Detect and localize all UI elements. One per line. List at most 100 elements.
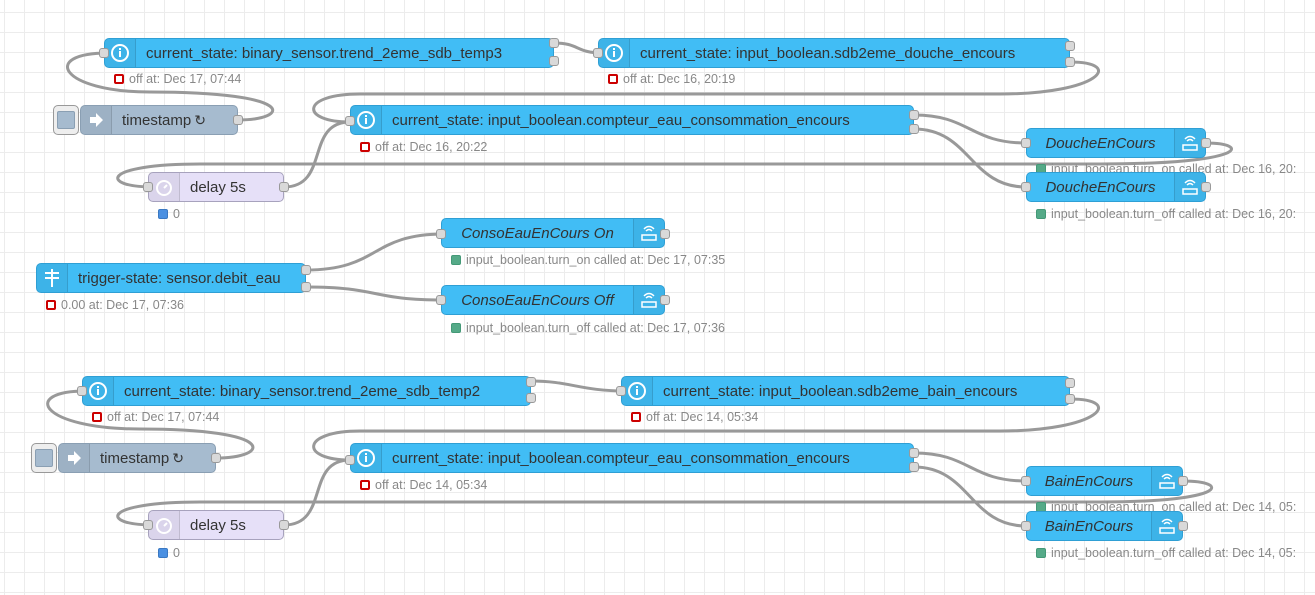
node-label: ConsoEauEnCours On bbox=[461, 224, 614, 242]
output-port[interactable] bbox=[1178, 476, 1188, 486]
output-port[interactable] bbox=[1065, 378, 1075, 388]
node-status: input_boolean.turn_on called at: Dec 17,… bbox=[451, 253, 725, 267]
trigger-icon bbox=[37, 264, 68, 292]
node-status: input_boolean.turn_off called at: Dec 16… bbox=[1036, 207, 1296, 221]
wire bbox=[530, 379, 627, 393]
status-text: 0 bbox=[173, 207, 180, 221]
inject-button[interactable] bbox=[53, 105, 79, 135]
output-port[interactable] bbox=[909, 124, 919, 134]
wire bbox=[913, 451, 1027, 483]
output-port[interactable] bbox=[1065, 41, 1075, 51]
input-port[interactable] bbox=[1021, 521, 1031, 531]
output-port[interactable] bbox=[526, 377, 536, 387]
output-port[interactable] bbox=[549, 38, 559, 48]
wire bbox=[913, 127, 1027, 189]
status-text: 0.00 at: Dec 17, 07:36 bbox=[61, 298, 185, 312]
info-icon bbox=[83, 377, 114, 405]
node-status: 0 bbox=[158, 546, 180, 560]
timestamp-inject-node[interactable]: timestamp↻ bbox=[58, 443, 216, 473]
router-icon bbox=[633, 219, 664, 247]
current-state-node-douche[interactable]: current_state: input_boolean.sdb2eme_dou… bbox=[598, 38, 1070, 68]
input-port[interactable] bbox=[99, 48, 109, 58]
output-port[interactable] bbox=[1201, 182, 1211, 192]
node-label: BainEnCours bbox=[1044, 517, 1134, 535]
current-state-node-temp3[interactable]: current_state: binary_sensor.trend_2eme_… bbox=[104, 38, 554, 68]
output-port[interactable] bbox=[660, 229, 670, 239]
status-dot bbox=[1036, 548, 1046, 558]
info-icon bbox=[105, 39, 136, 67]
node-status: off at: Dec 16, 20:22 bbox=[360, 140, 487, 154]
service-node-douche-off[interactable]: DoucheEnCours bbox=[1026, 172, 1206, 202]
input-port[interactable] bbox=[345, 116, 355, 126]
status-dot bbox=[631, 412, 641, 422]
delay-node[interactable]: delay 5s bbox=[148, 510, 284, 540]
output-port[interactable] bbox=[279, 182, 289, 192]
inject-button[interactable] bbox=[31, 443, 57, 473]
input-port[interactable] bbox=[1021, 182, 1031, 192]
status-text: off at: Dec 17, 07:44 bbox=[107, 410, 220, 424]
input-port[interactable] bbox=[436, 229, 446, 239]
current-state-node-bain[interactable]: current_state: input_boolean.sdb2eme_bai… bbox=[621, 376, 1070, 406]
status-text: input_boolean.turn_off called at: Dec 17… bbox=[466, 321, 725, 335]
timer-icon bbox=[149, 173, 180, 201]
output-port[interactable] bbox=[909, 448, 919, 458]
trigger-state-node[interactable]: trigger-state: sensor.debit_eau bbox=[36, 263, 306, 293]
router-icon bbox=[1174, 129, 1205, 157]
current-state-node-compteur[interactable]: current_state: input_boolean.compteur_ea… bbox=[350, 443, 914, 473]
input-port[interactable] bbox=[345, 455, 355, 465]
output-port[interactable] bbox=[301, 265, 311, 275]
input-port[interactable] bbox=[1021, 476, 1031, 486]
input-port[interactable] bbox=[593, 48, 603, 58]
output-port[interactable] bbox=[1065, 57, 1075, 67]
input-port[interactable] bbox=[436, 295, 446, 305]
service-node-bain-on[interactable]: BainEnCours bbox=[1026, 466, 1183, 496]
arrow-right-icon bbox=[81, 106, 112, 134]
status-text: off at: Dec 16, 20:19 bbox=[623, 72, 736, 86]
info-icon bbox=[351, 106, 382, 134]
router-icon bbox=[1174, 173, 1205, 201]
wire bbox=[305, 285, 445, 302]
output-port[interactable] bbox=[211, 453, 221, 463]
output-port[interactable] bbox=[1178, 521, 1188, 531]
input-port[interactable] bbox=[77, 386, 87, 396]
output-port[interactable] bbox=[1065, 394, 1075, 404]
node-status: off at: Dec 14, 05:34 bbox=[631, 410, 758, 424]
node-label: trigger-state: sensor.debit_eau bbox=[78, 269, 281, 287]
wire bbox=[913, 113, 1027, 145]
service-node-conso-on[interactable]: ConsoEauEnCours On bbox=[441, 218, 665, 248]
status-text: input_boolean.turn_on called at: Dec 14,… bbox=[1051, 500, 1297, 514]
input-port[interactable] bbox=[1021, 138, 1031, 148]
input-port[interactable] bbox=[616, 386, 626, 396]
status-text: off at: Dec 16, 20:22 bbox=[375, 140, 488, 154]
status-dot bbox=[158, 209, 168, 219]
arrow-right-icon bbox=[59, 444, 90, 472]
delay-node[interactable]: delay 5s bbox=[148, 172, 284, 202]
node-status: off at: Dec 17, 07:44 bbox=[114, 72, 241, 86]
output-port[interactable] bbox=[909, 110, 919, 120]
current-state-node-temp2[interactable]: current_state: binary_sensor.trend_2eme_… bbox=[82, 376, 531, 406]
output-port[interactable] bbox=[526, 393, 536, 403]
input-port[interactable] bbox=[143, 182, 153, 192]
node-label: current_state: input_boolean.compteur_ea… bbox=[392, 449, 850, 467]
service-node-conso-off[interactable]: ConsoEauEnCours Off bbox=[441, 285, 665, 315]
output-port[interactable] bbox=[233, 115, 243, 125]
output-port[interactable] bbox=[660, 295, 670, 305]
output-port[interactable] bbox=[301, 282, 311, 292]
info-icon bbox=[622, 377, 653, 405]
service-node-bain-off[interactable]: BainEnCours bbox=[1026, 511, 1183, 541]
node-label: timestamp↻ bbox=[122, 111, 206, 129]
service-node-douche-on[interactable]: DoucheEnCours bbox=[1026, 128, 1206, 158]
output-port[interactable] bbox=[279, 520, 289, 530]
status-dot bbox=[114, 74, 124, 84]
wire bbox=[305, 232, 445, 272]
timestamp-inject-node[interactable]: timestamp↻ bbox=[80, 105, 238, 135]
output-port[interactable] bbox=[909, 462, 919, 472]
node-label: DoucheEnCours bbox=[1045, 178, 1156, 196]
current-state-node-compteur[interactable]: current_state: input_boolean.compteur_ea… bbox=[350, 105, 914, 135]
node-label: ConsoEauEnCours Off bbox=[461, 291, 614, 309]
status-text: input_boolean.turn_on called at: Dec 17,… bbox=[466, 253, 726, 267]
input-port[interactable] bbox=[143, 520, 153, 530]
output-port[interactable] bbox=[1201, 138, 1211, 148]
output-port[interactable] bbox=[549, 56, 559, 66]
node-label: current_state: input_boolean.sdb2eme_dou… bbox=[640, 44, 1016, 62]
